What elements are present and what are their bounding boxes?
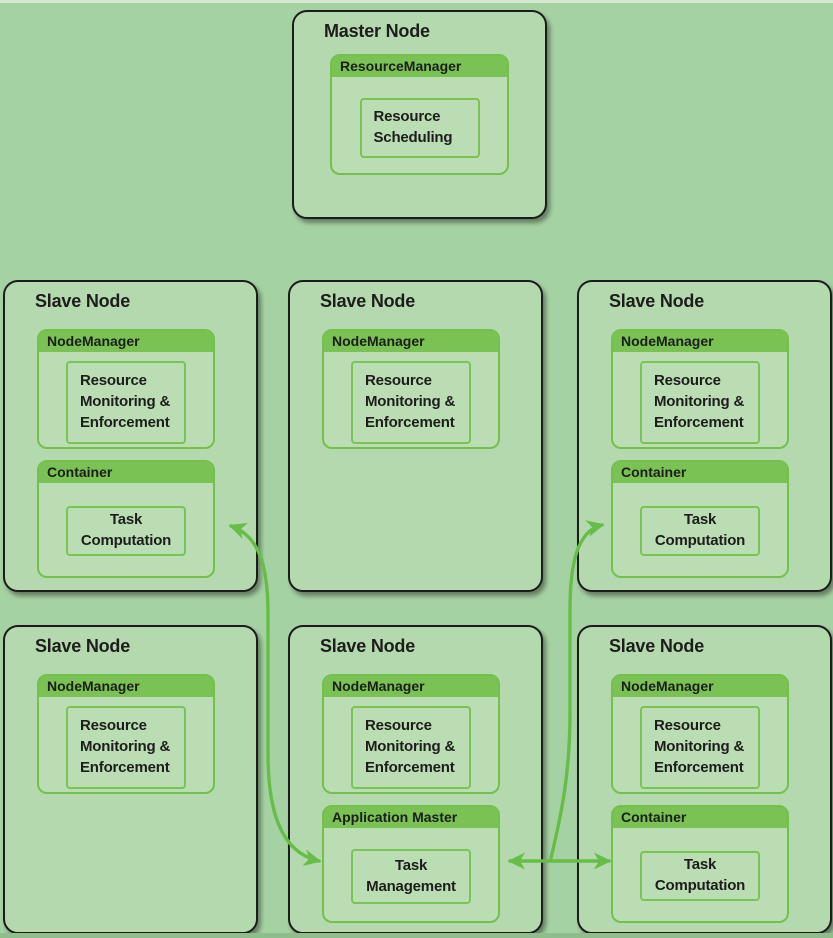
resource-monitoring-label: Resource Monitoring & Enforcement xyxy=(654,372,745,431)
resource-monitoring-label: Resource Monitoring & Enforcement xyxy=(80,717,171,776)
nodemanager-box: NodeManager Resource Monitoring & Enforc… xyxy=(322,329,500,449)
nodemanager-box: NodeManager Resource Monitoring & Enforc… xyxy=(611,674,789,794)
nodemanager-header: NodeManager xyxy=(39,331,213,352)
container-box: Container Task Computation xyxy=(611,805,789,923)
slave-node-bottom-center: Slave Node NodeManager Resource Monitori… xyxy=(288,625,543,934)
task-computation-box: Task Computation xyxy=(640,851,760,901)
resource-monitoring-box: Resource Monitoring & Enforcement xyxy=(351,706,471,789)
container-box: Container Task Computation xyxy=(37,460,215,578)
resource-monitoring-label: Resource Monitoring & Enforcement xyxy=(365,372,456,431)
resource-monitoring-box: Resource Monitoring & Enforcement xyxy=(66,706,186,789)
task-computation-label: Task Computation xyxy=(80,511,172,549)
slave-node-middle-center: Slave Node NodeManager Resource Monitori… xyxy=(288,280,543,592)
slave-node-title: Slave Node xyxy=(35,291,131,311)
task-management-box: Task Management xyxy=(351,849,471,904)
task-computation-box: Task Computation xyxy=(66,506,186,556)
nodemanager-box: NodeManager Resource Monitoring & Enforc… xyxy=(37,674,215,794)
container-box: Container Task Computation xyxy=(611,460,789,578)
slave-node-middle-right: Slave Node NodeManager Resource Monitori… xyxy=(577,280,832,592)
slave-node-middle-left: Slave Node NodeManager Resource Monitori… xyxy=(3,280,258,592)
resource-monitoring-label: Resource Monitoring & Enforcement xyxy=(365,717,456,776)
application-master-header: Application Master xyxy=(324,807,498,828)
resourcemanager-box: ResourceManager Resource Scheduling xyxy=(330,54,509,175)
nodemanager-header: NodeManager xyxy=(613,331,787,352)
slave-node-title: Slave Node xyxy=(609,636,705,656)
page-edge-top xyxy=(0,0,833,3)
task-computation-label: Task Computation xyxy=(654,856,746,894)
application-master-box: Application Master Task Management xyxy=(322,805,500,923)
slave-node-title: Slave Node xyxy=(35,636,131,656)
slave-node-title: Slave Node xyxy=(609,291,705,311)
nodemanager-box: NodeManager Resource Monitoring & Enforc… xyxy=(37,329,215,449)
nodemanager-box: NodeManager Resource Monitoring & Enforc… xyxy=(322,674,500,794)
resourcemanager-header: ResourceManager xyxy=(332,56,507,77)
container-header: Container xyxy=(613,462,787,483)
resource-monitoring-box: Resource Monitoring & Enforcement xyxy=(640,706,760,789)
resource-monitoring-box: Resource Monitoring & Enforcement xyxy=(351,361,471,444)
task-computation-box: Task Computation xyxy=(640,506,760,556)
container-header: Container xyxy=(39,462,213,483)
nodemanager-header: NodeManager xyxy=(324,331,498,352)
resource-scheduling-label: Resource Scheduling xyxy=(373,108,453,146)
resource-monitoring-box: Resource Monitoring & Enforcement xyxy=(66,361,186,444)
container-header: Container xyxy=(613,807,787,828)
resource-monitoring-label: Resource Monitoring & Enforcement xyxy=(654,717,745,776)
nodemanager-header: NodeManager xyxy=(613,676,787,697)
nodemanager-header: NodeManager xyxy=(39,676,213,697)
slave-node-bottom-left: Slave Node NodeManager Resource Monitori… xyxy=(3,625,258,934)
slave-node-bottom-right: Slave Node NodeManager Resource Monitori… xyxy=(577,625,832,934)
task-computation-label: Task Computation xyxy=(654,511,746,549)
resource-monitoring-box: Resource Monitoring & Enforcement xyxy=(640,361,760,444)
nodemanager-header: NodeManager xyxy=(324,676,498,697)
master-node-title: Master Node xyxy=(324,21,430,41)
resource-scheduling-box: Resource Scheduling xyxy=(359,98,480,158)
master-node: Master Node ResourceManager Resource Sch… xyxy=(292,10,547,219)
nodemanager-box: NodeManager Resource Monitoring & Enforc… xyxy=(611,329,789,449)
slave-node-title: Slave Node xyxy=(320,636,416,656)
slave-node-title: Slave Node xyxy=(320,291,416,311)
page-edge-bottom xyxy=(0,933,833,938)
resource-monitoring-label: Resource Monitoring & Enforcement xyxy=(80,372,171,431)
task-management-label: Task Management xyxy=(366,856,456,895)
